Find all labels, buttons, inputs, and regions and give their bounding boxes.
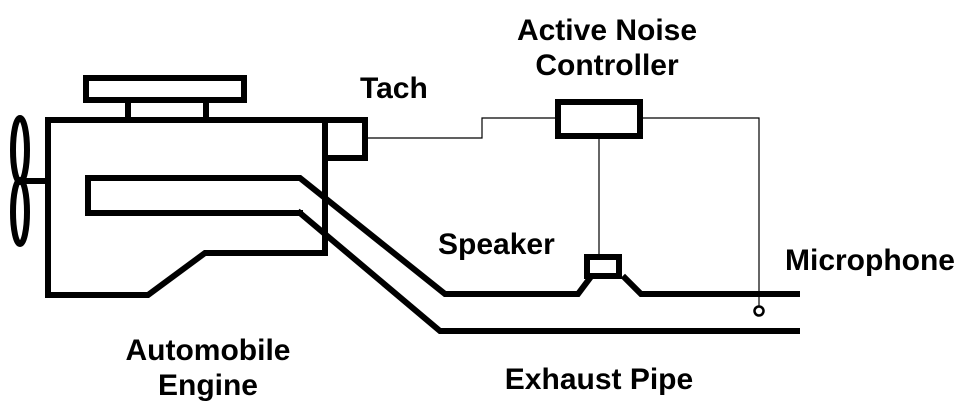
active-noise-controller-box xyxy=(555,99,643,139)
automobile-engine xyxy=(45,75,368,298)
tach-label: Tach xyxy=(360,72,428,105)
engine-air-filter xyxy=(83,75,247,103)
speaker-label: Speaker xyxy=(438,228,555,261)
exhaust-pipe-upper-wall xyxy=(620,273,800,297)
fan xyxy=(10,115,51,247)
tach-sensor xyxy=(322,117,368,161)
fan-blade-lower xyxy=(10,177,30,247)
controller-label-line2: Controller xyxy=(535,49,679,82)
engine-label-line1: Automobile xyxy=(126,334,291,367)
controller-label-line1: Active Noise xyxy=(517,14,697,47)
signal-wires xyxy=(365,117,760,306)
exhaust-manifold-inner xyxy=(85,175,595,297)
exhaust-system xyxy=(85,175,800,334)
tach-to-controller-wire xyxy=(365,117,558,139)
controller-to-microphone-wire xyxy=(640,117,760,306)
exhaust-pipe-lower-wall xyxy=(295,208,800,334)
microphone-label: Microphone xyxy=(785,244,955,277)
exhaust-pipe-label: Exhaust Pipe xyxy=(505,363,693,396)
fan-blade-upper xyxy=(10,115,30,185)
engine-label-line2: Engine xyxy=(158,369,258,402)
microphone xyxy=(753,305,765,317)
speaker xyxy=(584,254,622,279)
